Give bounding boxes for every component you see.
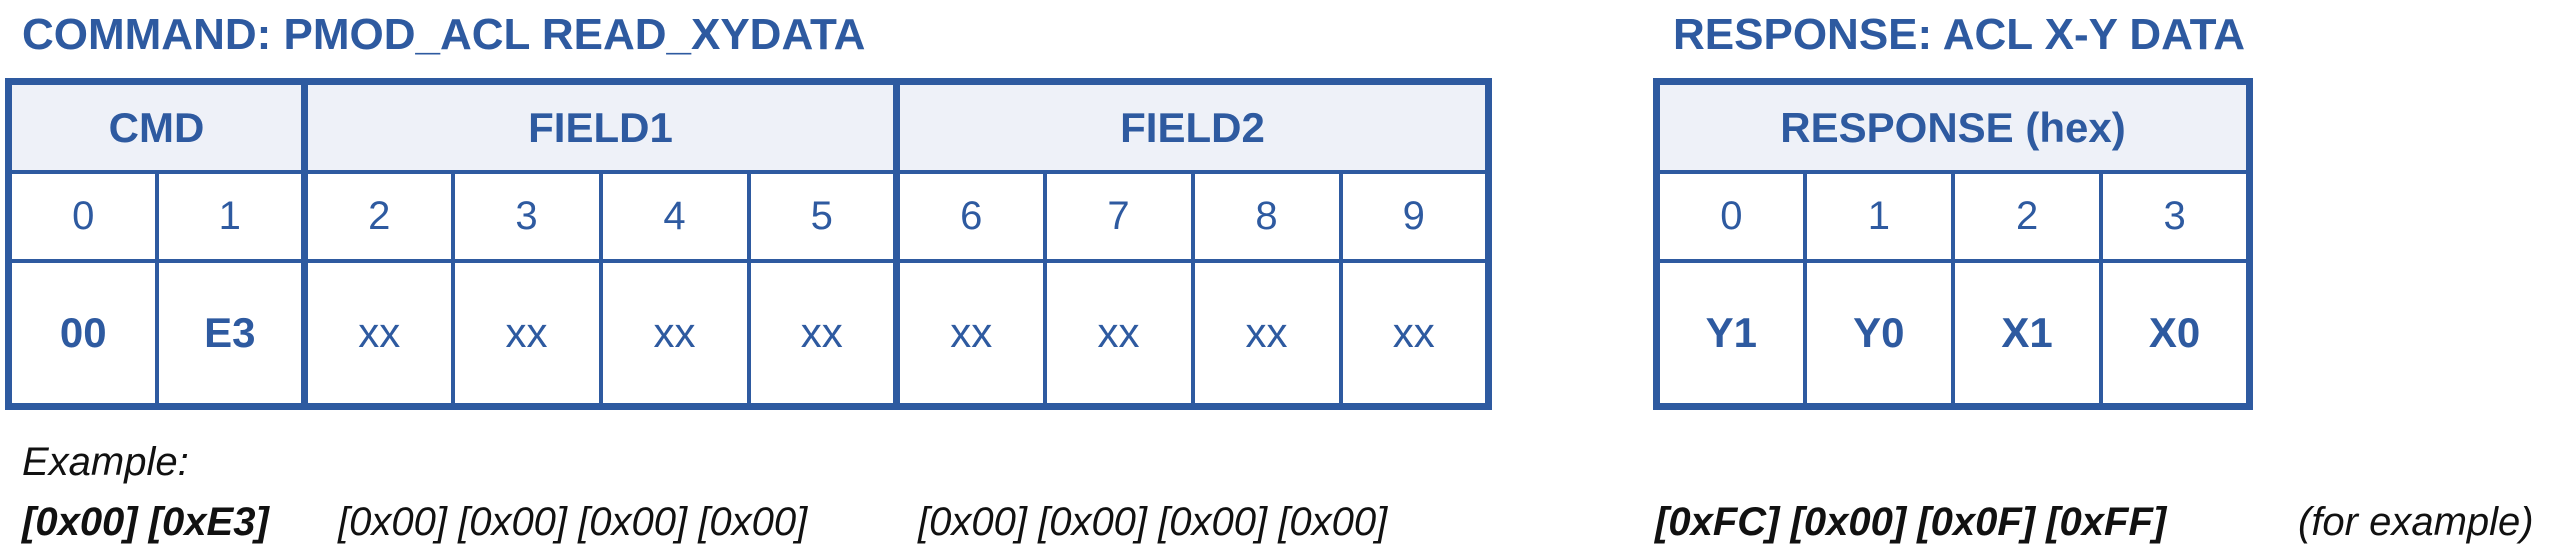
byte-index: 8 bbox=[1190, 170, 1343, 263]
cmd-bytes: [0x00] [0xE3] bbox=[22, 500, 269, 544]
byte-value: xx bbox=[1042, 259, 1195, 409]
cmd-group-header: CMD bbox=[6, 79, 308, 174]
byte-value: xx bbox=[1338, 259, 1491, 409]
byte-value: 00 bbox=[6, 259, 159, 409]
byte-index: 7 bbox=[1042, 170, 1195, 263]
byte-value: xx bbox=[1190, 259, 1343, 409]
response-group-header: RESPONSE (hex) bbox=[1654, 79, 2252, 174]
byte-value: xx bbox=[302, 259, 455, 409]
field1-group-header: FIELD1 bbox=[302, 79, 900, 174]
byte-value: xx bbox=[450, 259, 603, 409]
byte-index: 2 bbox=[302, 170, 455, 263]
byte-index: 5 bbox=[746, 170, 900, 263]
byte-value: xx bbox=[746, 259, 900, 409]
example-field2-bytes: [0x00] [0x00] [0x00] [0x00] bbox=[918, 500, 1388, 544]
byte-index: 0 bbox=[6, 170, 159, 263]
byte-value: X0 bbox=[2099, 259, 2252, 409]
response-table: RESPONSE (hex) 0 1 2 3 Y1 Y0 X1 X0 bbox=[1653, 78, 2253, 410]
field2-group-header: FIELD2 bbox=[894, 79, 1491, 174]
command-table: CMD FIELD1 FIELD2 0 1 2 3 4 5 6 7 8 9 00… bbox=[5, 78, 1492, 410]
response-bytes: [0xFC] [0x00] [0x0F] [0xFF] bbox=[1655, 500, 2167, 544]
byte-value: xx bbox=[894, 259, 1047, 409]
byte-value: E3 bbox=[154, 259, 308, 409]
byte-index: 1 bbox=[1802, 170, 1955, 263]
byte-index: 6 bbox=[894, 170, 1047, 263]
command-title: COMMAND: PMOD_ACL READ_XYDATA bbox=[22, 10, 866, 59]
example-label: Example: bbox=[22, 440, 189, 484]
byte-index: 3 bbox=[2099, 170, 2252, 263]
byte-value: X1 bbox=[1950, 259, 2104, 409]
example-note: (for example) bbox=[2298, 500, 2534, 544]
example-cmd-bytes: [0x00] [0xE3] bbox=[22, 498, 269, 546]
byte-index: 3 bbox=[450, 170, 603, 263]
byte-index: 1 bbox=[154, 170, 308, 263]
byte-index: 2 bbox=[1950, 170, 2104, 263]
byte-value: xx bbox=[598, 259, 751, 409]
response-title: RESPONSE: ACL X-Y DATA bbox=[1673, 10, 2246, 59]
byte-value: Y1 bbox=[1654, 259, 1807, 409]
example-field1-bytes: [0x00] [0x00] [0x00] [0x00] bbox=[338, 500, 808, 544]
example-response-bytes: [0xFC] [0x00] [0x0F] [0xFF] bbox=[1655, 498, 2166, 546]
byte-index: 9 bbox=[1338, 170, 1491, 263]
byte-value: Y0 bbox=[1802, 259, 1955, 409]
byte-index: 4 bbox=[598, 170, 751, 263]
byte-index: 0 bbox=[1654, 170, 1807, 263]
